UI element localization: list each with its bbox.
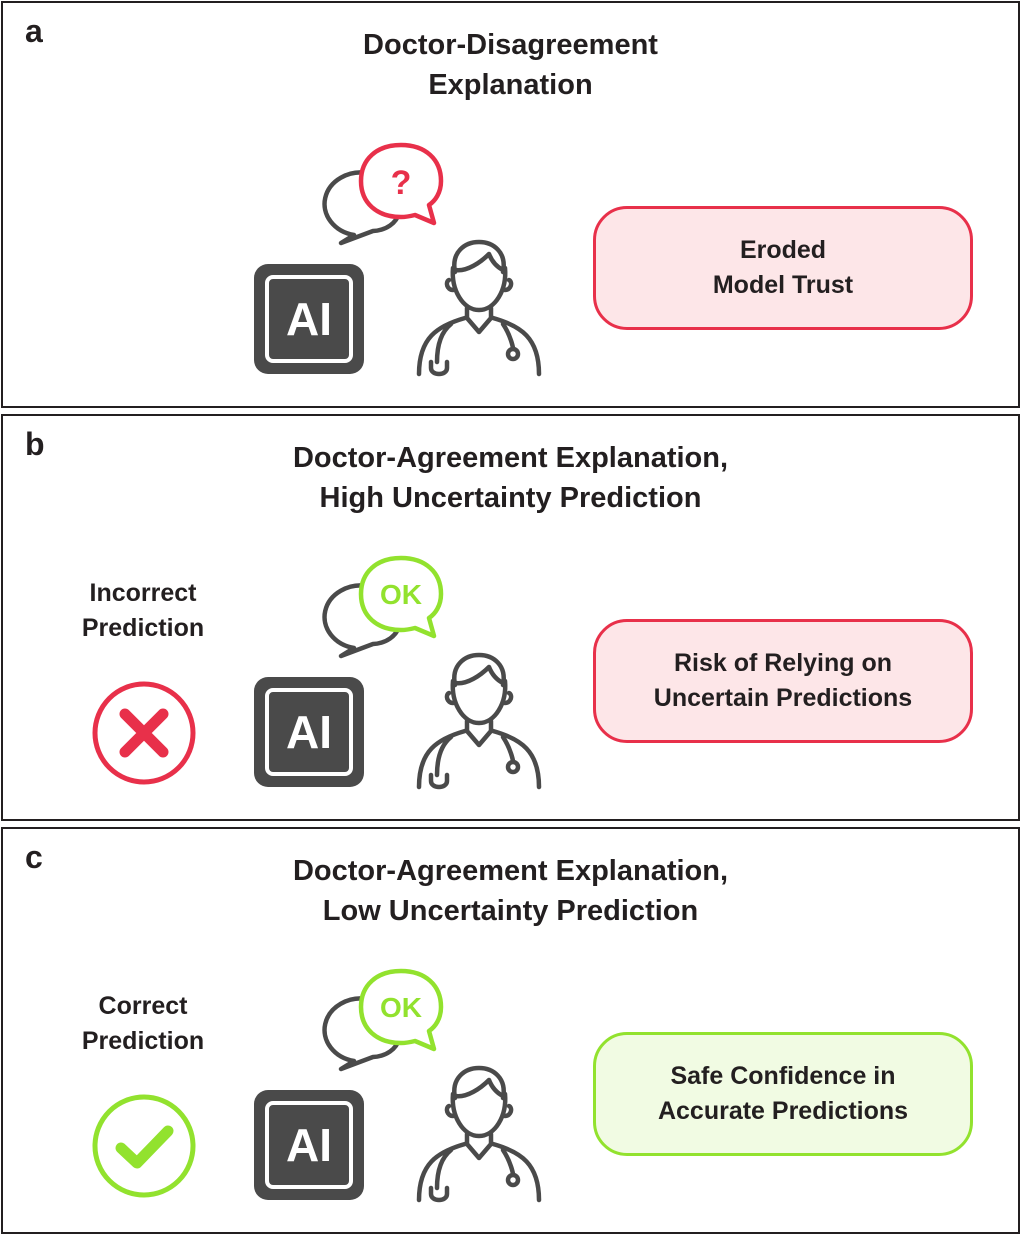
outcome-line-1: Risk of Relying on — [673, 649, 893, 677]
ok-speech-bubble-icon: OK — [322, 555, 444, 659]
outcome-line-1: Eroded — [739, 236, 827, 264]
prediction-label-line-1: Correct — [98, 992, 188, 1020]
outcome-box: Eroded Model Trust — [593, 206, 973, 330]
panel-title: Doctor-Disagreement Explanation — [3, 25, 1018, 105]
prediction-label: Correct Prediction — [51, 989, 235, 1059]
panel-title-line-2: Explanation — [428, 69, 593, 101]
prediction-label-line-2: Prediction — [81, 614, 205, 642]
ai-chip-icon: AI — [254, 264, 364, 374]
prediction-label: Incorrect Prediction — [51, 576, 235, 646]
panel-letter: b — [25, 426, 45, 462]
ai-label: AI — [286, 1119, 332, 1171]
bubble-text: OK — [380, 579, 422, 610]
doctor-icon — [416, 652, 542, 790]
bubble-text: ? — [391, 164, 412, 202]
question-speech-bubble-icon: ? — [322, 142, 444, 246]
panel-title-line-1: Doctor-Agreement Explanation, — [292, 442, 729, 474]
panel-title: Doctor-Agreement Explanation, Low Uncert… — [3, 851, 1018, 931]
panel-a: a Doctor-Disagreement Explanation ? AI — [1, 1, 1020, 408]
panel-title-line-1: Doctor-Agreement Explanation, — [292, 855, 729, 887]
ok-speech-bubble-icon: OK — [322, 968, 444, 1072]
panel-b: b Doctor-Agreement Explanation, High Unc… — [1, 414, 1020, 821]
ai-chip-icon: AI — [254, 677, 364, 787]
panel-title-line-2: Low Uncertainty Prediction — [322, 895, 699, 927]
panel-letter: a — [25, 13, 43, 49]
panel-title-line-1: Doctor-Disagreement — [363, 29, 658, 61]
outcome-line-2: Model Trust — [712, 271, 854, 299]
ai-label: AI — [286, 706, 332, 758]
x-mark-icon — [92, 681, 196, 785]
outcome-box: Safe Confidence in Accurate Predictions — [593, 1032, 973, 1156]
panel-title: Doctor-Agreement Explanation, High Uncer… — [3, 438, 1018, 518]
ai-label: AI — [286, 293, 332, 345]
outcome-line-2: Accurate Predictions — [657, 1097, 909, 1125]
bubble-text: OK — [380, 992, 422, 1023]
panel-letter: c — [25, 839, 43, 875]
doctor-icon — [416, 1065, 542, 1203]
outcome-line-1: Safe Confidence in — [670, 1062, 896, 1090]
doctor-icon — [416, 239, 542, 377]
check-mark-icon — [92, 1094, 196, 1198]
panel-c: c Doctor-Agreement Explanation, Low Unce… — [1, 827, 1020, 1234]
prediction-label-line-2: Prediction — [81, 1027, 205, 1055]
prediction-label-line-1: Incorrect — [89, 579, 197, 607]
ai-chip-icon: AI — [254, 1090, 364, 1200]
outcome-box: Risk of Relying on Uncertain Predictions — [593, 619, 973, 743]
panel-title-line-2: High Uncertainty Prediction — [319, 482, 702, 514]
outcome-line-2: Uncertain Predictions — [653, 684, 913, 712]
